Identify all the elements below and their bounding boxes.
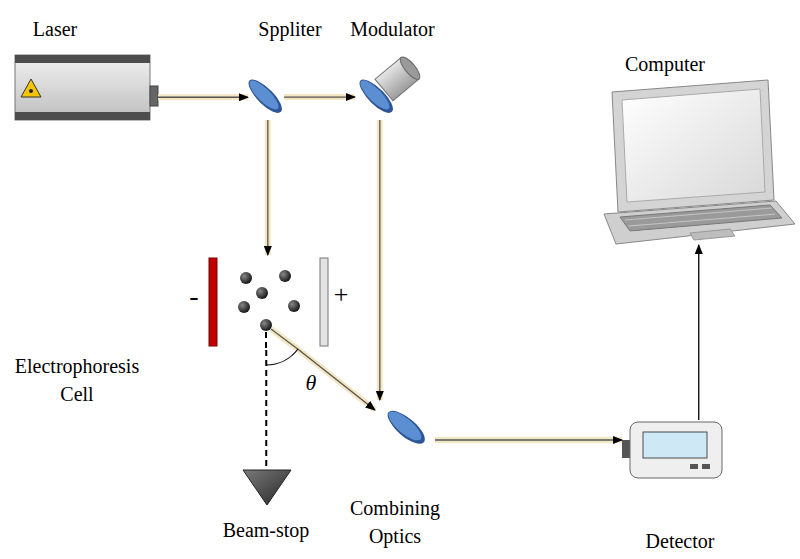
beam-line <box>267 120 268 255</box>
component-label: Combining Optics <box>345 494 445 550</box>
modulator-illustration <box>356 54 423 117</box>
component-box: Computer <box>590 78 795 245</box>
beam-line <box>284 96 355 97</box>
angle-symbol: θ <box>300 372 322 394</box>
light-beam <box>379 120 380 400</box>
beam-glow <box>284 94 355 100</box>
laptop-illustration <box>604 80 795 244</box>
light-beam <box>698 245 699 420</box>
component-box: Combining Optics <box>375 400 435 450</box>
component-box: Laser <box>15 55 158 120</box>
beam-line <box>435 439 622 440</box>
beam-line <box>299 350 375 410</box>
electrode-polarity: - <box>183 282 205 310</box>
component-box: Electrophoresis Cell <box>205 255 330 350</box>
beam-line <box>698 245 699 420</box>
light-beam <box>266 350 267 468</box>
electrode-polarity: + <box>330 282 352 308</box>
component-label: Laser <box>0 15 110 43</box>
combining-optics-mirror <box>384 406 430 449</box>
component-label: Beam-stop <box>206 516 326 544</box>
beam-glow <box>158 94 248 100</box>
beam-glow <box>377 120 383 400</box>
component-box: Detector <box>622 420 723 480</box>
beam-glow <box>435 437 622 443</box>
light-beam <box>299 350 375 410</box>
beam-line <box>158 97 248 98</box>
component-box: Modulator <box>355 55 435 120</box>
beam-stop-illustration <box>243 470 291 505</box>
splitter-mirror <box>245 76 287 118</box>
light-beam <box>284 97 355 98</box>
beam-line <box>265 350 267 468</box>
beam-line <box>379 120 380 400</box>
component-label: Modulator <box>335 15 450 43</box>
component-box: Beam-stop <box>243 468 291 506</box>
beam-glow <box>265 120 271 255</box>
component-label: Detector <box>620 527 740 555</box>
component-box: Sppliter <box>248 75 284 120</box>
component-label: Computer <box>605 50 725 78</box>
detector-illustration <box>622 422 722 478</box>
light-beam <box>435 440 622 441</box>
electrophoresis-cell-illustration <box>209 258 328 365</box>
beam-glow <box>299 350 375 410</box>
light-beam <box>158 97 248 98</box>
laser-illustration <box>15 55 158 120</box>
component-label: Sppliter <box>235 15 345 43</box>
light-beam <box>267 120 268 255</box>
component-label: Electrophoresis Cell <box>2 352 152 408</box>
